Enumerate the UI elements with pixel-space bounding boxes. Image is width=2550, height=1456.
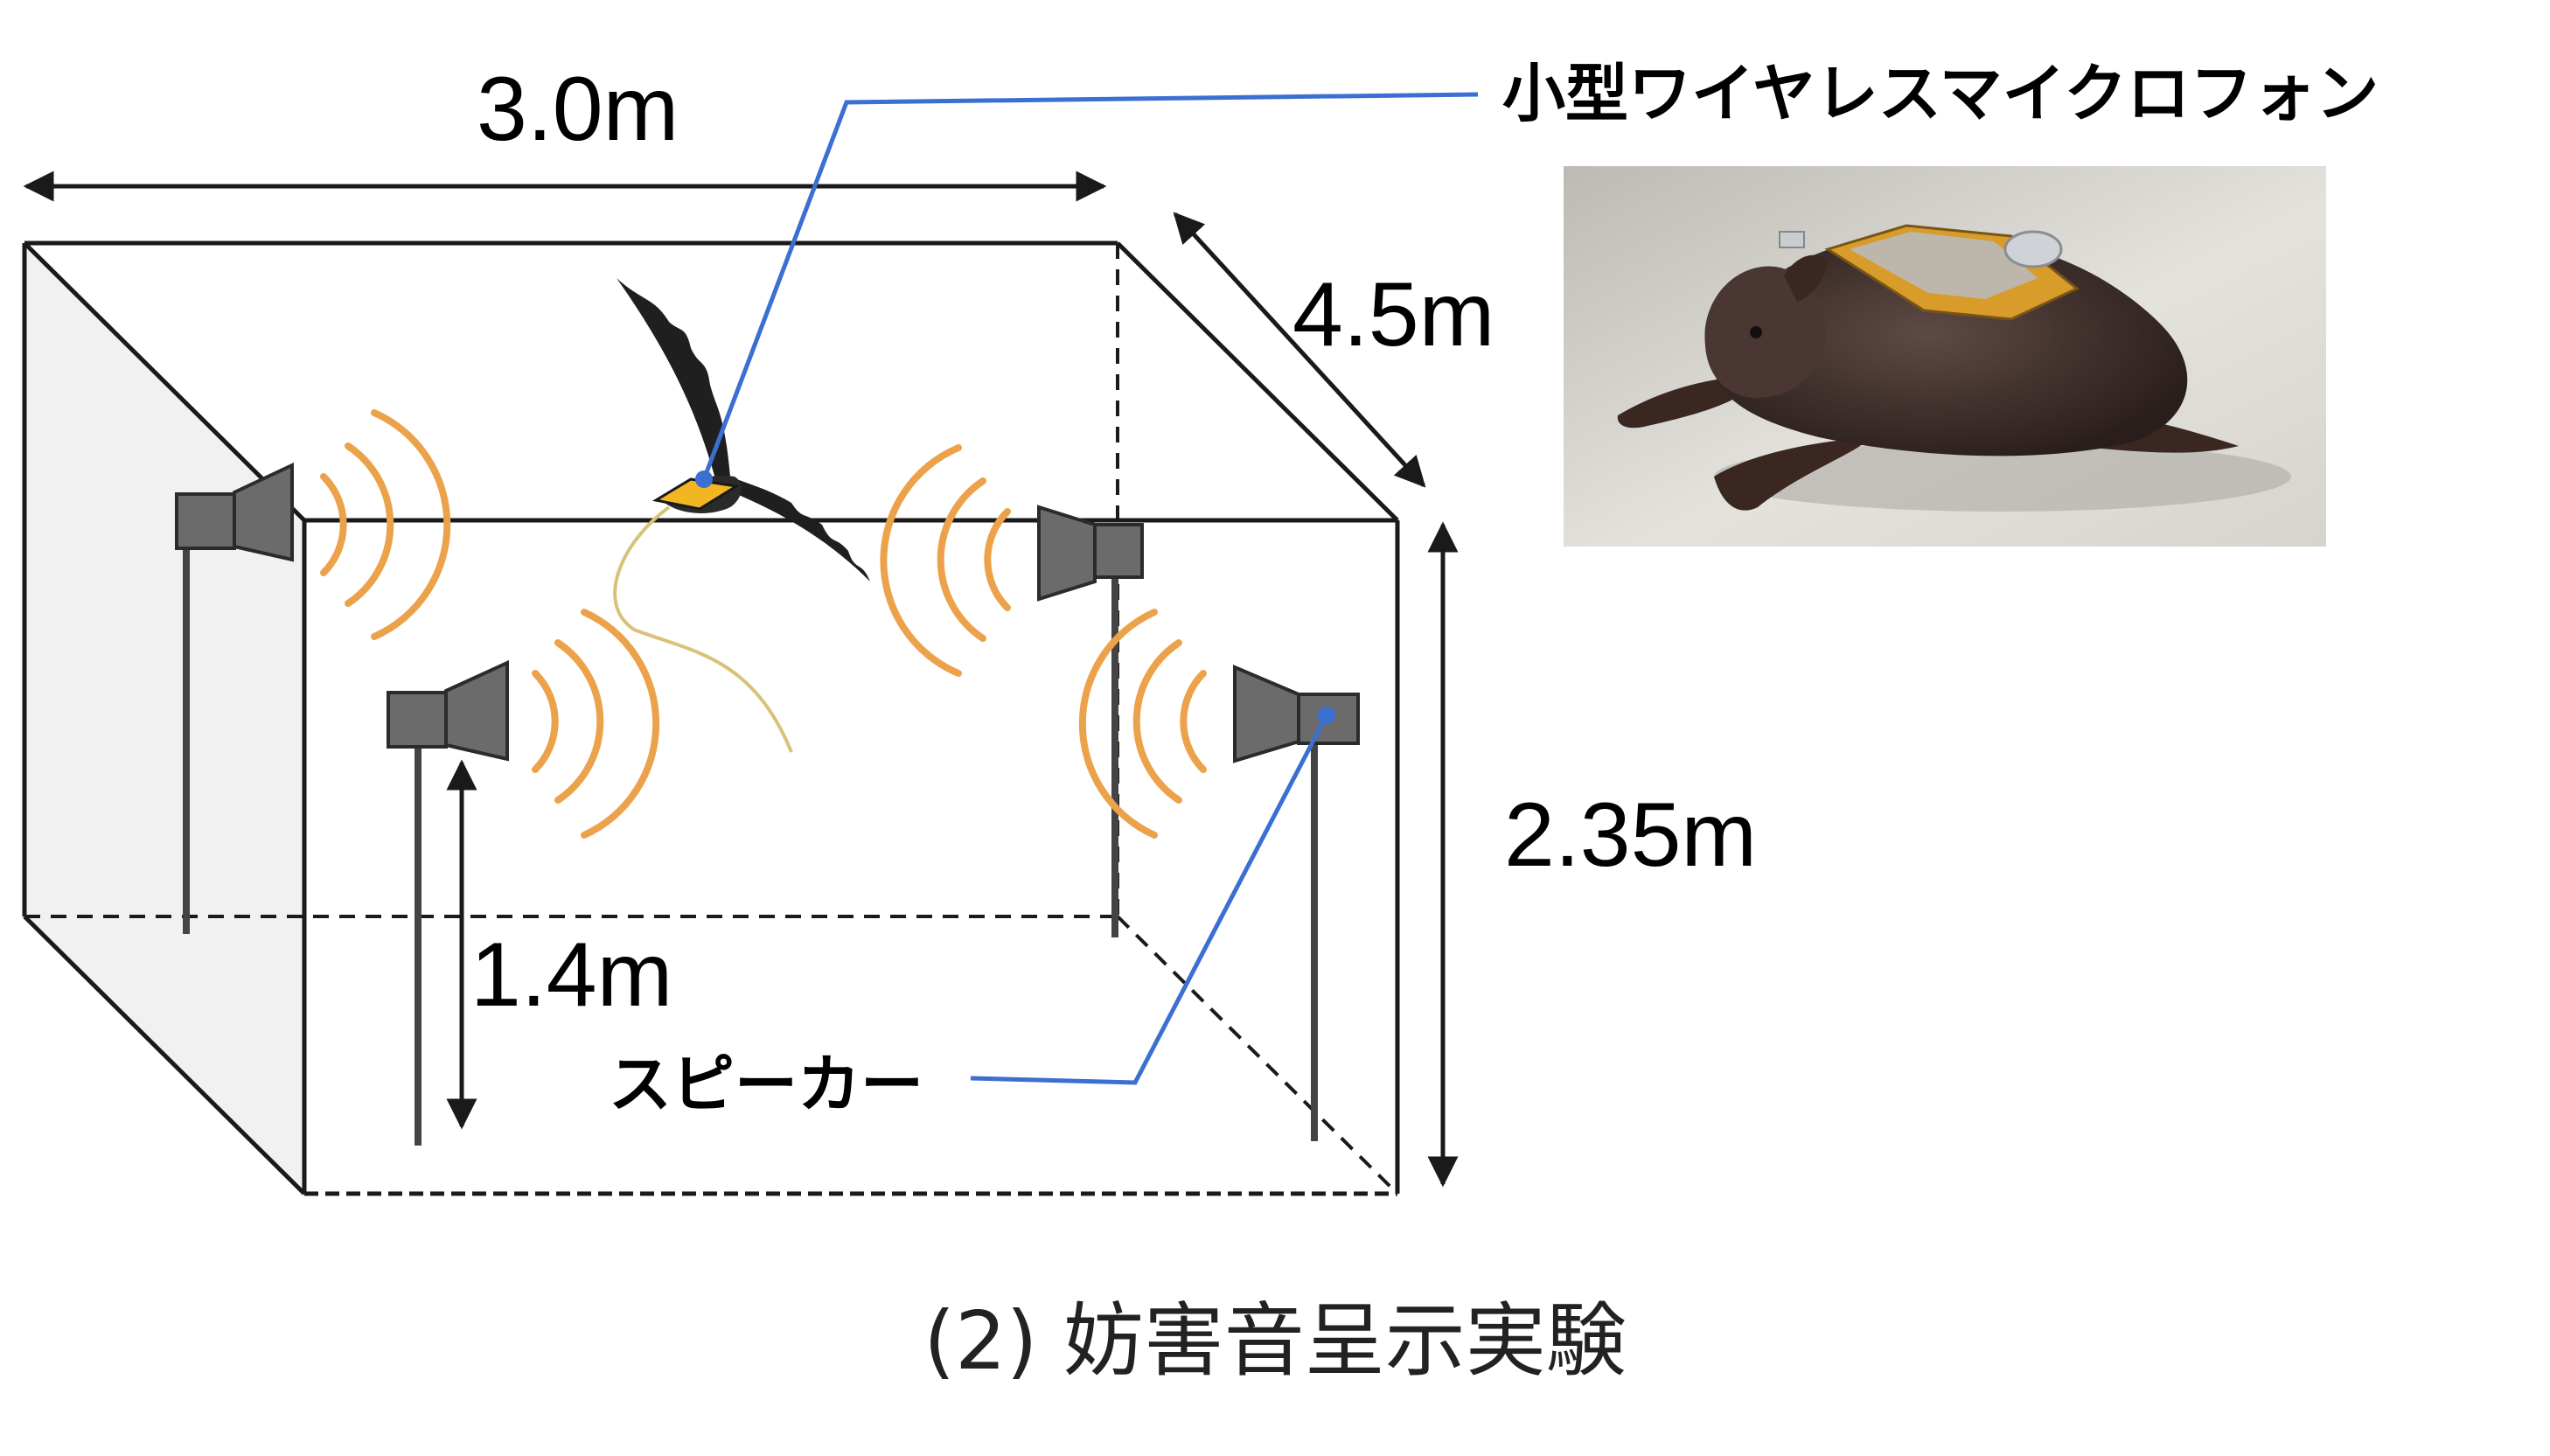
left-top-diagonal xyxy=(23,241,306,522)
mic-wire xyxy=(613,505,793,753)
figure-caption: (2) 妨害音呈示実験 xyxy=(923,1294,1627,1388)
bat-wing-lower xyxy=(726,477,870,582)
speakers xyxy=(175,462,1360,1146)
bat-wing-upper xyxy=(617,278,730,485)
dimension-arrows xyxy=(23,171,1459,1188)
microphone-label: 小型ワイヤレスマイクロフォン xyxy=(1502,57,2379,130)
stand-height-label: 1.4m xyxy=(470,924,672,1026)
speaker-front-left xyxy=(387,659,509,1146)
flying-bat xyxy=(613,278,870,753)
sound-wave-front-left xyxy=(532,609,660,839)
left-bottom-diagonal xyxy=(23,915,306,1195)
sound-wave-front-right xyxy=(1078,609,1207,839)
sound-wave-back-right xyxy=(880,444,1011,677)
room-height-label: 2.35m xyxy=(1504,784,1757,886)
room-width-label: 3.0m xyxy=(477,59,679,160)
depth-arrow xyxy=(1173,212,1426,488)
sound-waves xyxy=(320,409,1207,839)
speaker-label: スピーカー xyxy=(609,1048,923,1121)
speaker-pointer xyxy=(970,707,1335,1085)
speaker-back-left xyxy=(175,462,294,934)
speaker-back-right xyxy=(1037,505,1144,937)
mic-board xyxy=(651,477,741,511)
hidden-edge-floor-diagonal xyxy=(1116,915,1399,1195)
sound-wave-back-left xyxy=(320,409,451,640)
speaker-front-right xyxy=(1233,664,1360,1141)
mic-pointer-line xyxy=(701,92,1479,480)
left-wall xyxy=(24,243,304,1194)
room-depth-label: 4.5m xyxy=(1292,264,1494,366)
speaker-pointer-line xyxy=(970,714,1329,1085)
bat-photo xyxy=(1564,166,2326,547)
room-box xyxy=(22,240,1400,1196)
